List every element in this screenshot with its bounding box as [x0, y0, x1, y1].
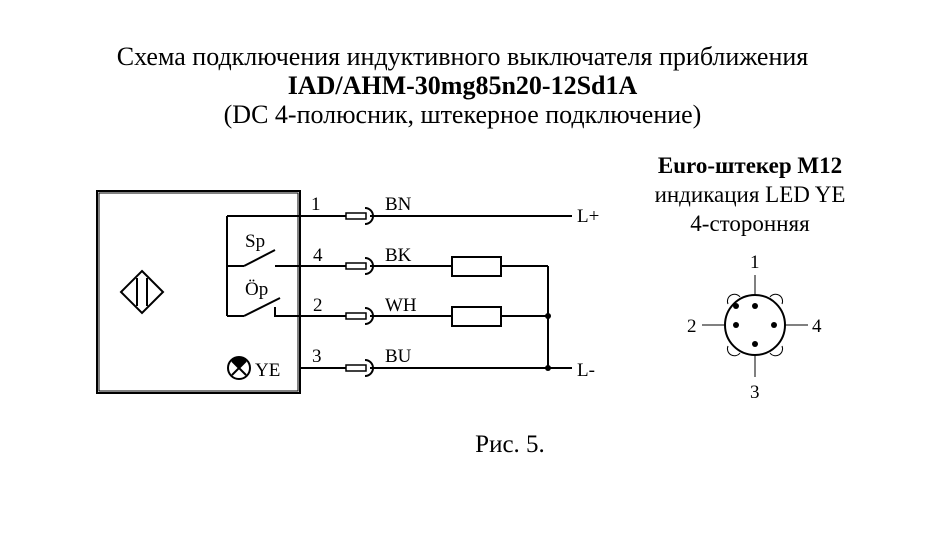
title-line-1: Схема подключения индуктивного выключате…	[116, 42, 809, 71]
switch-nc-label: Öp	[245, 279, 268, 300]
inductive-sensor-icon	[119, 269, 165, 315]
pin-number: 4	[313, 245, 323, 266]
switch-no-label: Sp	[245, 231, 265, 252]
pin-number: 3	[312, 346, 322, 367]
connector-led-note: индикация LED YE	[654, 182, 846, 207]
sensor-housing	[96, 190, 301, 394]
load-resistors	[451, 256, 502, 327]
plug-socket-icons	[345, 207, 374, 377]
led-icon	[227, 356, 251, 380]
wire-color-label: BU	[385, 346, 412, 367]
title-model: IAD/AHM-30mg85n20-12Sd1A	[287, 71, 638, 100]
wire-color-label: BN	[385, 194, 412, 215]
figure-caption: Рис. 5.	[475, 431, 545, 458]
m12-connector-icon	[702, 275, 808, 377]
supply-plus-label: L+	[577, 206, 599, 227]
connector-pin-label: 3	[750, 382, 760, 403]
junction-dots	[545, 313, 551, 371]
connector-title: Euro-штекер M12	[657, 153, 843, 178]
wire-color-label: BK	[385, 245, 412, 266]
connector-type: 4-сторонняя	[690, 211, 810, 236]
connector-pin-label: 4	[812, 316, 822, 337]
connector-pin-label: 2	[687, 316, 697, 337]
pin-number: 2	[313, 295, 323, 316]
connector-pin-label: 1	[750, 252, 760, 273]
internal-switches	[226, 216, 300, 317]
supply-minus-label: L-	[577, 360, 595, 381]
title-subtitle: (DC 4-полюсник, штекерное подключение)	[223, 100, 702, 129]
wire-color-label: WH	[385, 295, 417, 316]
led-label: YE	[255, 360, 280, 381]
pin-number: 1	[311, 194, 321, 215]
